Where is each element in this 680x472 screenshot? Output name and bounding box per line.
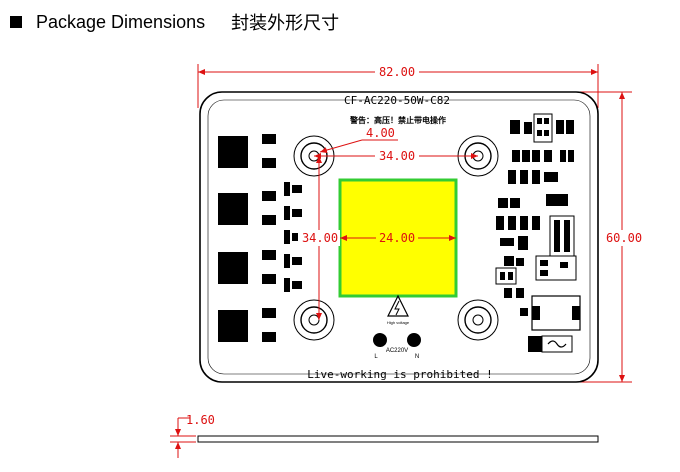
hole-pitch-x-label: 34.00 xyxy=(379,149,415,163)
high-voltage-warning: High voltage xyxy=(387,294,410,325)
board-bottom-note: Live-working is prohibited ! xyxy=(307,368,492,381)
heading-title-en: Package Dimensions xyxy=(36,11,206,32)
height-dimension-label: 60.00 xyxy=(606,231,642,245)
board-warning-label: 警告：高压！禁止带电操作 xyxy=(349,115,446,125)
left-pad-group xyxy=(218,134,302,342)
terminal-n-label: N xyxy=(415,354,419,360)
ac-input-terminals: AC220V L N xyxy=(373,333,421,360)
driver-component-group xyxy=(495,113,581,353)
heading-title-zh: 封装外形尺寸 xyxy=(231,13,340,34)
board-side-view xyxy=(197,435,599,443)
board-model-label: CF-AC220-50W-C82 xyxy=(344,94,450,107)
ac-input-label: AC220V xyxy=(386,348,408,354)
black-square-bullet-icon xyxy=(10,16,22,28)
led-size-label: 24.00 xyxy=(379,231,415,245)
high-voltage-label: High voltage xyxy=(387,320,410,325)
section-heading: Package Dimensions 封装外形尺寸 xyxy=(10,8,339,36)
high-voltage-icon xyxy=(387,294,409,317)
hole-diameter-label: 4.00 xyxy=(366,126,395,140)
terminal-l-pad xyxy=(373,333,387,347)
ac-sine-icon xyxy=(547,340,567,348)
terminal-n-pad xyxy=(407,333,421,347)
width-dimension-label: 82.00 xyxy=(379,65,415,79)
thickness-label: 1.60 xyxy=(186,413,215,427)
hole-pitch-y-label: 34.00 xyxy=(302,231,338,245)
terminal-l-label: L xyxy=(374,354,378,360)
hole-diameter-leader xyxy=(319,139,363,153)
